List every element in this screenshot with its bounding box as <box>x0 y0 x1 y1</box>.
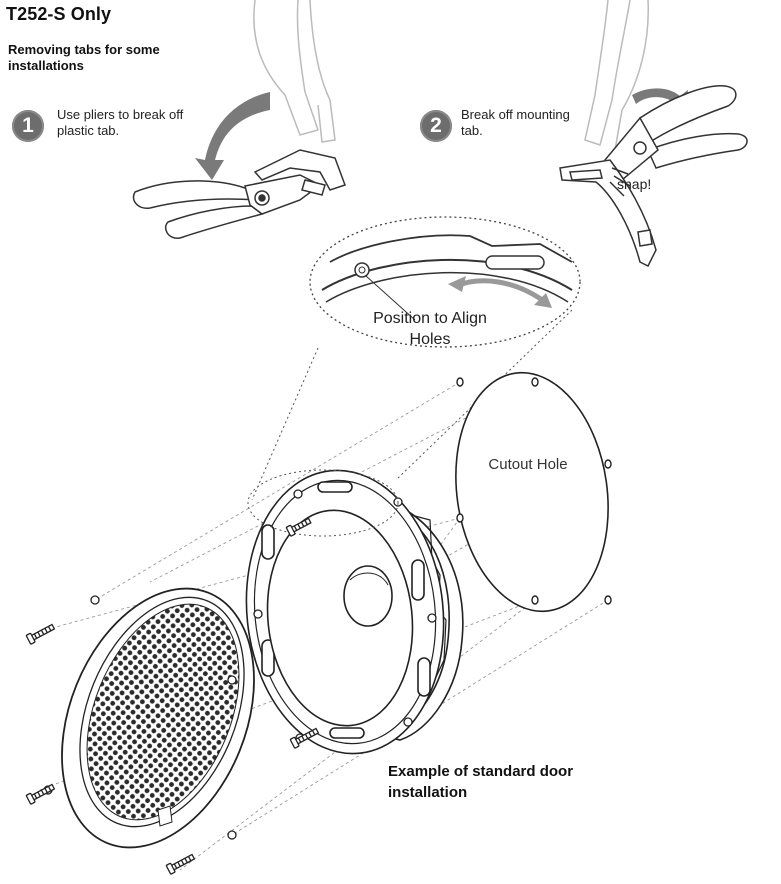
step2-pliers-illustration <box>559 0 748 268</box>
snap-label: snap! <box>617 176 652 192</box>
cutout-hole-outline <box>455 371 612 613</box>
zoom-detail <box>309 216 581 348</box>
step1-pliers-illustration <box>132 0 346 239</box>
step-2-badge: 2 <box>420 110 452 142</box>
grille-illustration <box>43 587 255 849</box>
speaker-illustration <box>245 469 464 755</box>
step-1-text: Use pliers to break off plastic tab. <box>57 107 184 138</box>
cutout-hole-label: Cutout Hole <box>488 456 568 473</box>
step-1-badge: 1 <box>12 110 44 142</box>
page-title: T252-S Only <box>6 4 112 24</box>
installation-caption: Example of standard door installation <box>388 763 574 801</box>
align-holes-label: Position to Align Holes <box>373 310 487 348</box>
section-subtitle: Removing tabs for some installations <box>8 42 160 73</box>
screws <box>25 517 320 875</box>
step-2-text: Break off mounting tab. <box>461 107 570 138</box>
